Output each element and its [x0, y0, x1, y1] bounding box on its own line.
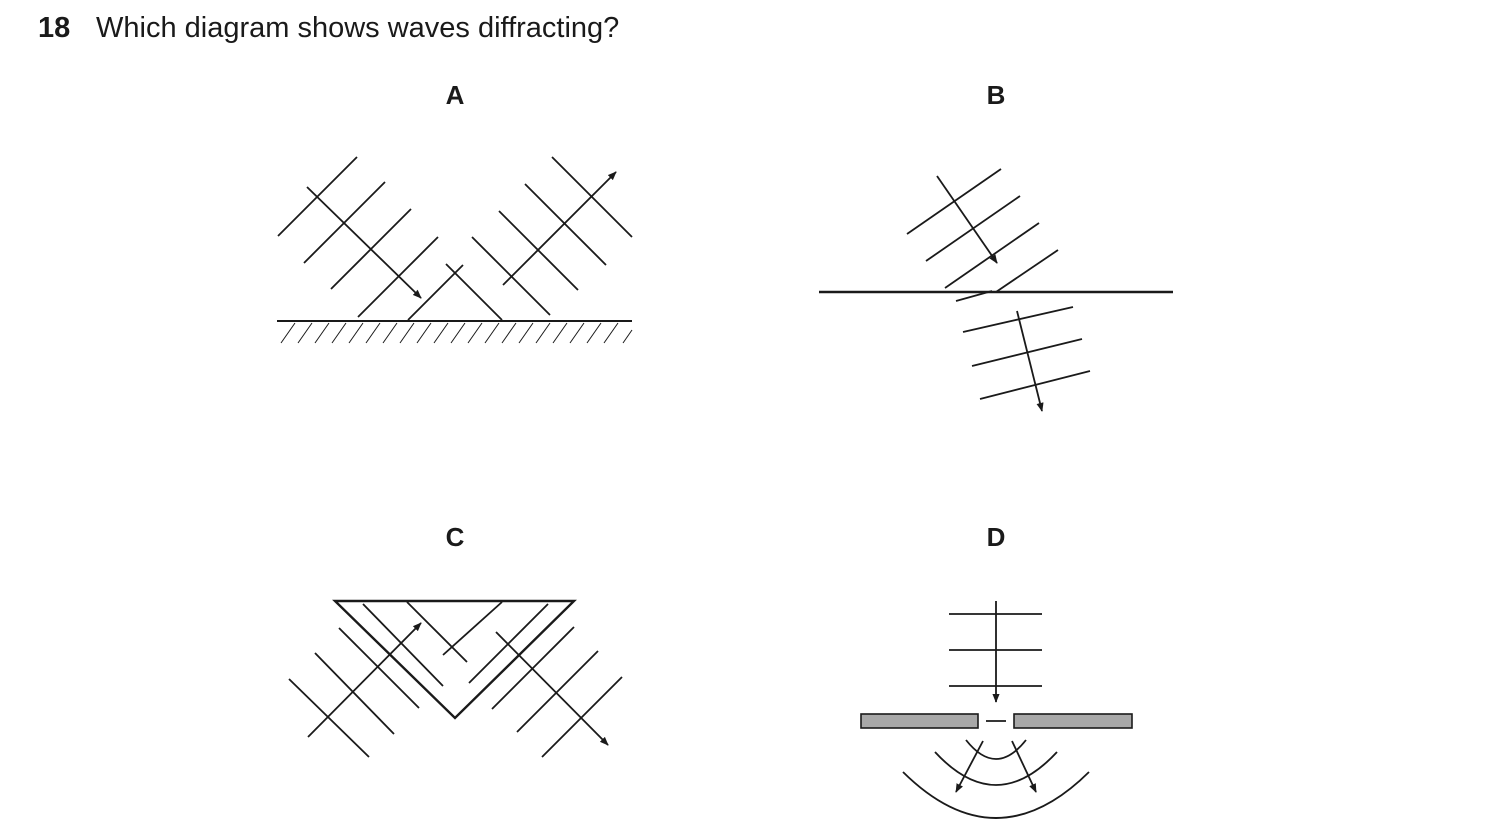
- diagram-b-refracted-arrow: [1016, 310, 1044, 412]
- option-label-c[interactable]: C: [445, 522, 465, 552]
- option-label-d[interactable]: D: [986, 522, 1006, 552]
- diagram-d-diffracted-wavefronts: [902, 739, 1090, 819]
- question-text: Which diagram shows waves diffracting?: [96, 12, 620, 44]
- diagram-c-incident-wavefronts: [288, 601, 468, 758]
- diagram-a-incident-wavefronts: [277, 156, 464, 321]
- diagram-c-prism: [332, 599, 577, 720]
- diagram-d-right-arrow: [1011, 740, 1037, 793]
- diagram-d-barrier-right: [1013, 713, 1133, 729]
- diagram-c-reflected-wavefronts: [442, 601, 623, 758]
- diagram-a-reflected-wavefronts: [445, 156, 633, 321]
- diagram-d-barrier-left: [860, 713, 979, 729]
- option-label-b[interactable]: B: [986, 80, 1006, 110]
- diagram-d-left-arrow: [955, 740, 984, 793]
- diagram-c-reflected-arrow: [495, 631, 609, 746]
- option-label-a[interactable]: A: [445, 80, 465, 110]
- diagram-c-incident-arrow: [307, 622, 422, 738]
- question-number: 18: [38, 12, 71, 44]
- diagram-b[interactable]: [819, 168, 1173, 412]
- diagram-b-incident-wavefronts: [906, 168, 1059, 302]
- diagram-b-refracted-wavefronts: [962, 306, 1091, 400]
- diagram-d[interactable]: [860, 601, 1133, 819]
- diagram-b-incident-arrow: [936, 175, 998, 264]
- diagram-a-incident-arrow: [306, 186, 422, 299]
- diagram-a[interactable]: [277, 156, 633, 344]
- diagram-a-surface: [277, 320, 633, 344]
- diagram-a-reflected-arrow: [502, 171, 617, 286]
- question-stem: 18 Which diagram shows waves diffracting?: [38, 8, 619, 48]
- diagram-c[interactable]: [288, 599, 623, 758]
